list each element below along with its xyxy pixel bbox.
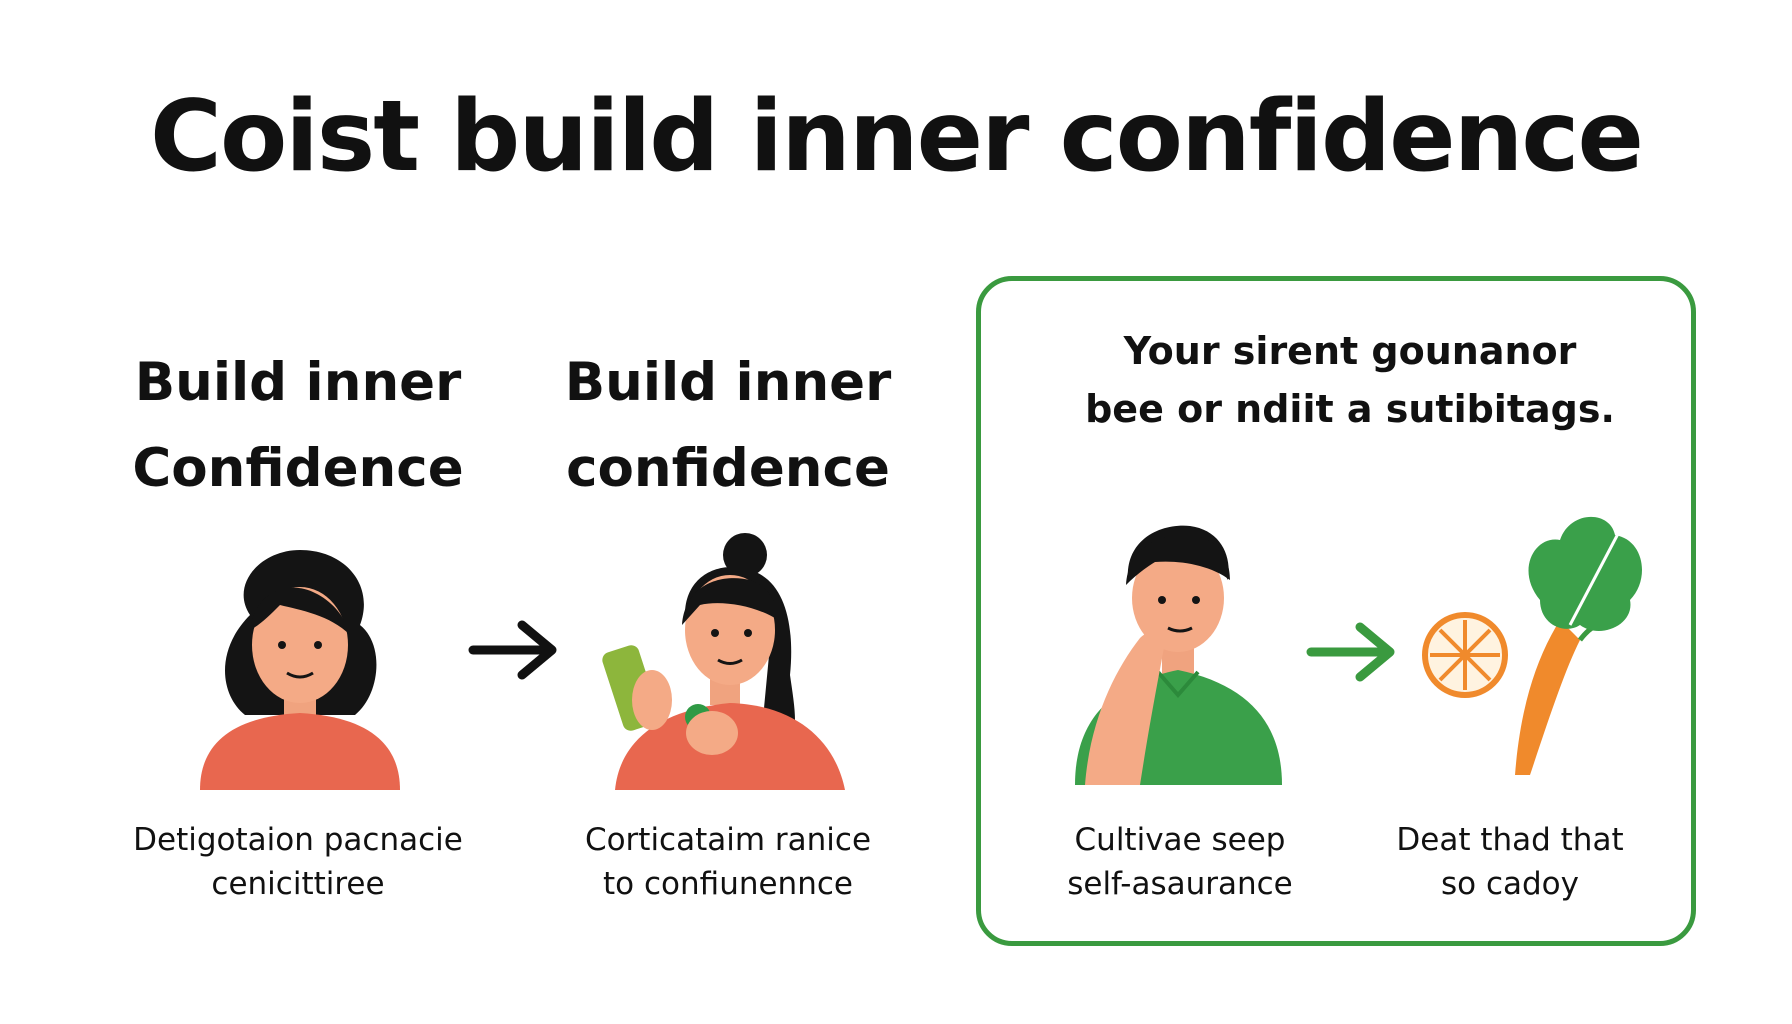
step-2-caption: Corticataim ranice to confiunennce — [518, 818, 938, 906]
card-heading-line-1: Your sirent gounanor — [1123, 329, 1577, 373]
card-item-1-caption-line-1: Cultivae seep — [1074, 822, 1286, 858]
step-1-caption-line-2: cenicittiree — [211, 866, 385, 902]
step-1-heading-line-1: Build inner — [134, 352, 462, 413]
step-2-caption-line-2: to confiunennce — [603, 866, 853, 902]
card-item-2-caption-line-1: Deat thad that — [1396, 822, 1624, 858]
step-1-caption: Detigotaion pacnacie cenicittiree — [88, 818, 508, 906]
step-2-caption-line-1: Corticataim ranice — [584, 822, 872, 858]
step-2-heading-line-2: confidence — [566, 438, 890, 499]
highlight-card — [976, 276, 1696, 946]
card-heading-line-2: bee or ndiit a sutibitags. — [1085, 387, 1615, 431]
arrow-right-icon-green — [1306, 622, 1395, 682]
card-item-1-caption-line-2: self-asaurance — [1067, 866, 1293, 902]
arrow-right-icon — [468, 620, 557, 680]
thinking-man-icon — [1075, 525, 1282, 785]
step-1-heading-line-2: Confidence — [132, 438, 464, 499]
step-1-caption-line-1: Detigotaion pacnacie — [133, 822, 463, 858]
step-2-heading-line-1: Build inner — [564, 352, 892, 413]
woman-with-phone-icon — [602, 533, 845, 790]
step-1-heading: Build inner Confidence — [88, 340, 508, 512]
card-heading: Your sirent gounanor bee or ndiit a suti… — [1000, 322, 1700, 438]
card-item-2-caption: Deat thad that so cadoy — [1305, 818, 1715, 906]
citrus-carrot-icon — [1422, 516, 1642, 775]
woman-portrait-icon — [200, 550, 400, 790]
step-2-heading: Build inner confidence — [518, 340, 938, 512]
card-item-1-caption: Cultivae seep self-asaurance — [970, 818, 1390, 906]
card-item-2-caption-line-2: so cadoy — [1440, 866, 1579, 902]
page-title: Coist build inner confidence — [150, 80, 1644, 194]
